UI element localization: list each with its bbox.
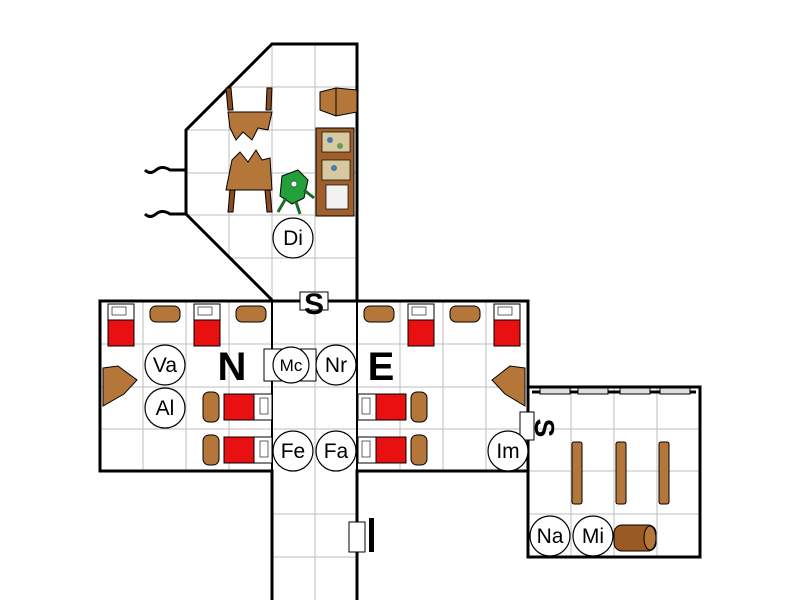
token-di-label: Di: [283, 227, 303, 250]
token-mc-label: Mc: [280, 356, 303, 375]
token-mi[interactable]: Mi: [572, 515, 614, 557]
right-room-barrel: [613, 524, 657, 552]
right-room-weapon-rack: [532, 387, 696, 395]
passage-markers: [143, 166, 186, 218]
token-nr[interactable]: Nr: [315, 344, 357, 386]
room-label-east: E: [368, 345, 395, 389]
token-va-label: Va: [153, 354, 177, 377]
stair-upper-label: S: [304, 288, 324, 321]
token-fe[interactable]: Fe: [272, 430, 314, 472]
token-im[interactable]: Im: [487, 430, 529, 472]
token-va[interactable]: Va: [144, 344, 186, 386]
token-al-label: Al: [156, 397, 175, 420]
right-room-benches: [571, 441, 670, 505]
broken-table: [225, 87, 273, 213]
beds-top: [107, 303, 521, 347]
barrels: [149, 305, 481, 466]
token-al[interactable]: Al: [144, 387, 186, 429]
bookshelf: [315, 127, 355, 217]
token-fe-label: Fe: [281, 440, 306, 463]
token-di[interactable]: Di: [272, 217, 314, 259]
token-im-label: Im: [496, 440, 519, 463]
grid-right: [528, 387, 700, 557]
token-fa[interactable]: Fa: [315, 430, 357, 472]
room-label-north: N: [218, 345, 247, 389]
stair-upper[interactable]: S: [299, 288, 329, 321]
token-nr-label: Nr: [325, 354, 347, 377]
token-na[interactable]: Na: [529, 515, 571, 557]
goblin-creature: [276, 169, 315, 215]
beds-sideways: [223, 393, 407, 464]
wall-shelves: [102, 365, 526, 407]
stair-right[interactable]: S: [519, 411, 560, 441]
corridor-door[interactable]: [348, 518, 374, 553]
token-mi-label: Mi: [582, 525, 604, 548]
crate: [319, 87, 358, 117]
stair-right-label: S: [529, 419, 560, 438]
token-mc[interactable]: Mc: [263, 346, 317, 384]
token-na-label: Na: [537, 525, 564, 548]
token-fa-label: Fa: [324, 440, 349, 463]
